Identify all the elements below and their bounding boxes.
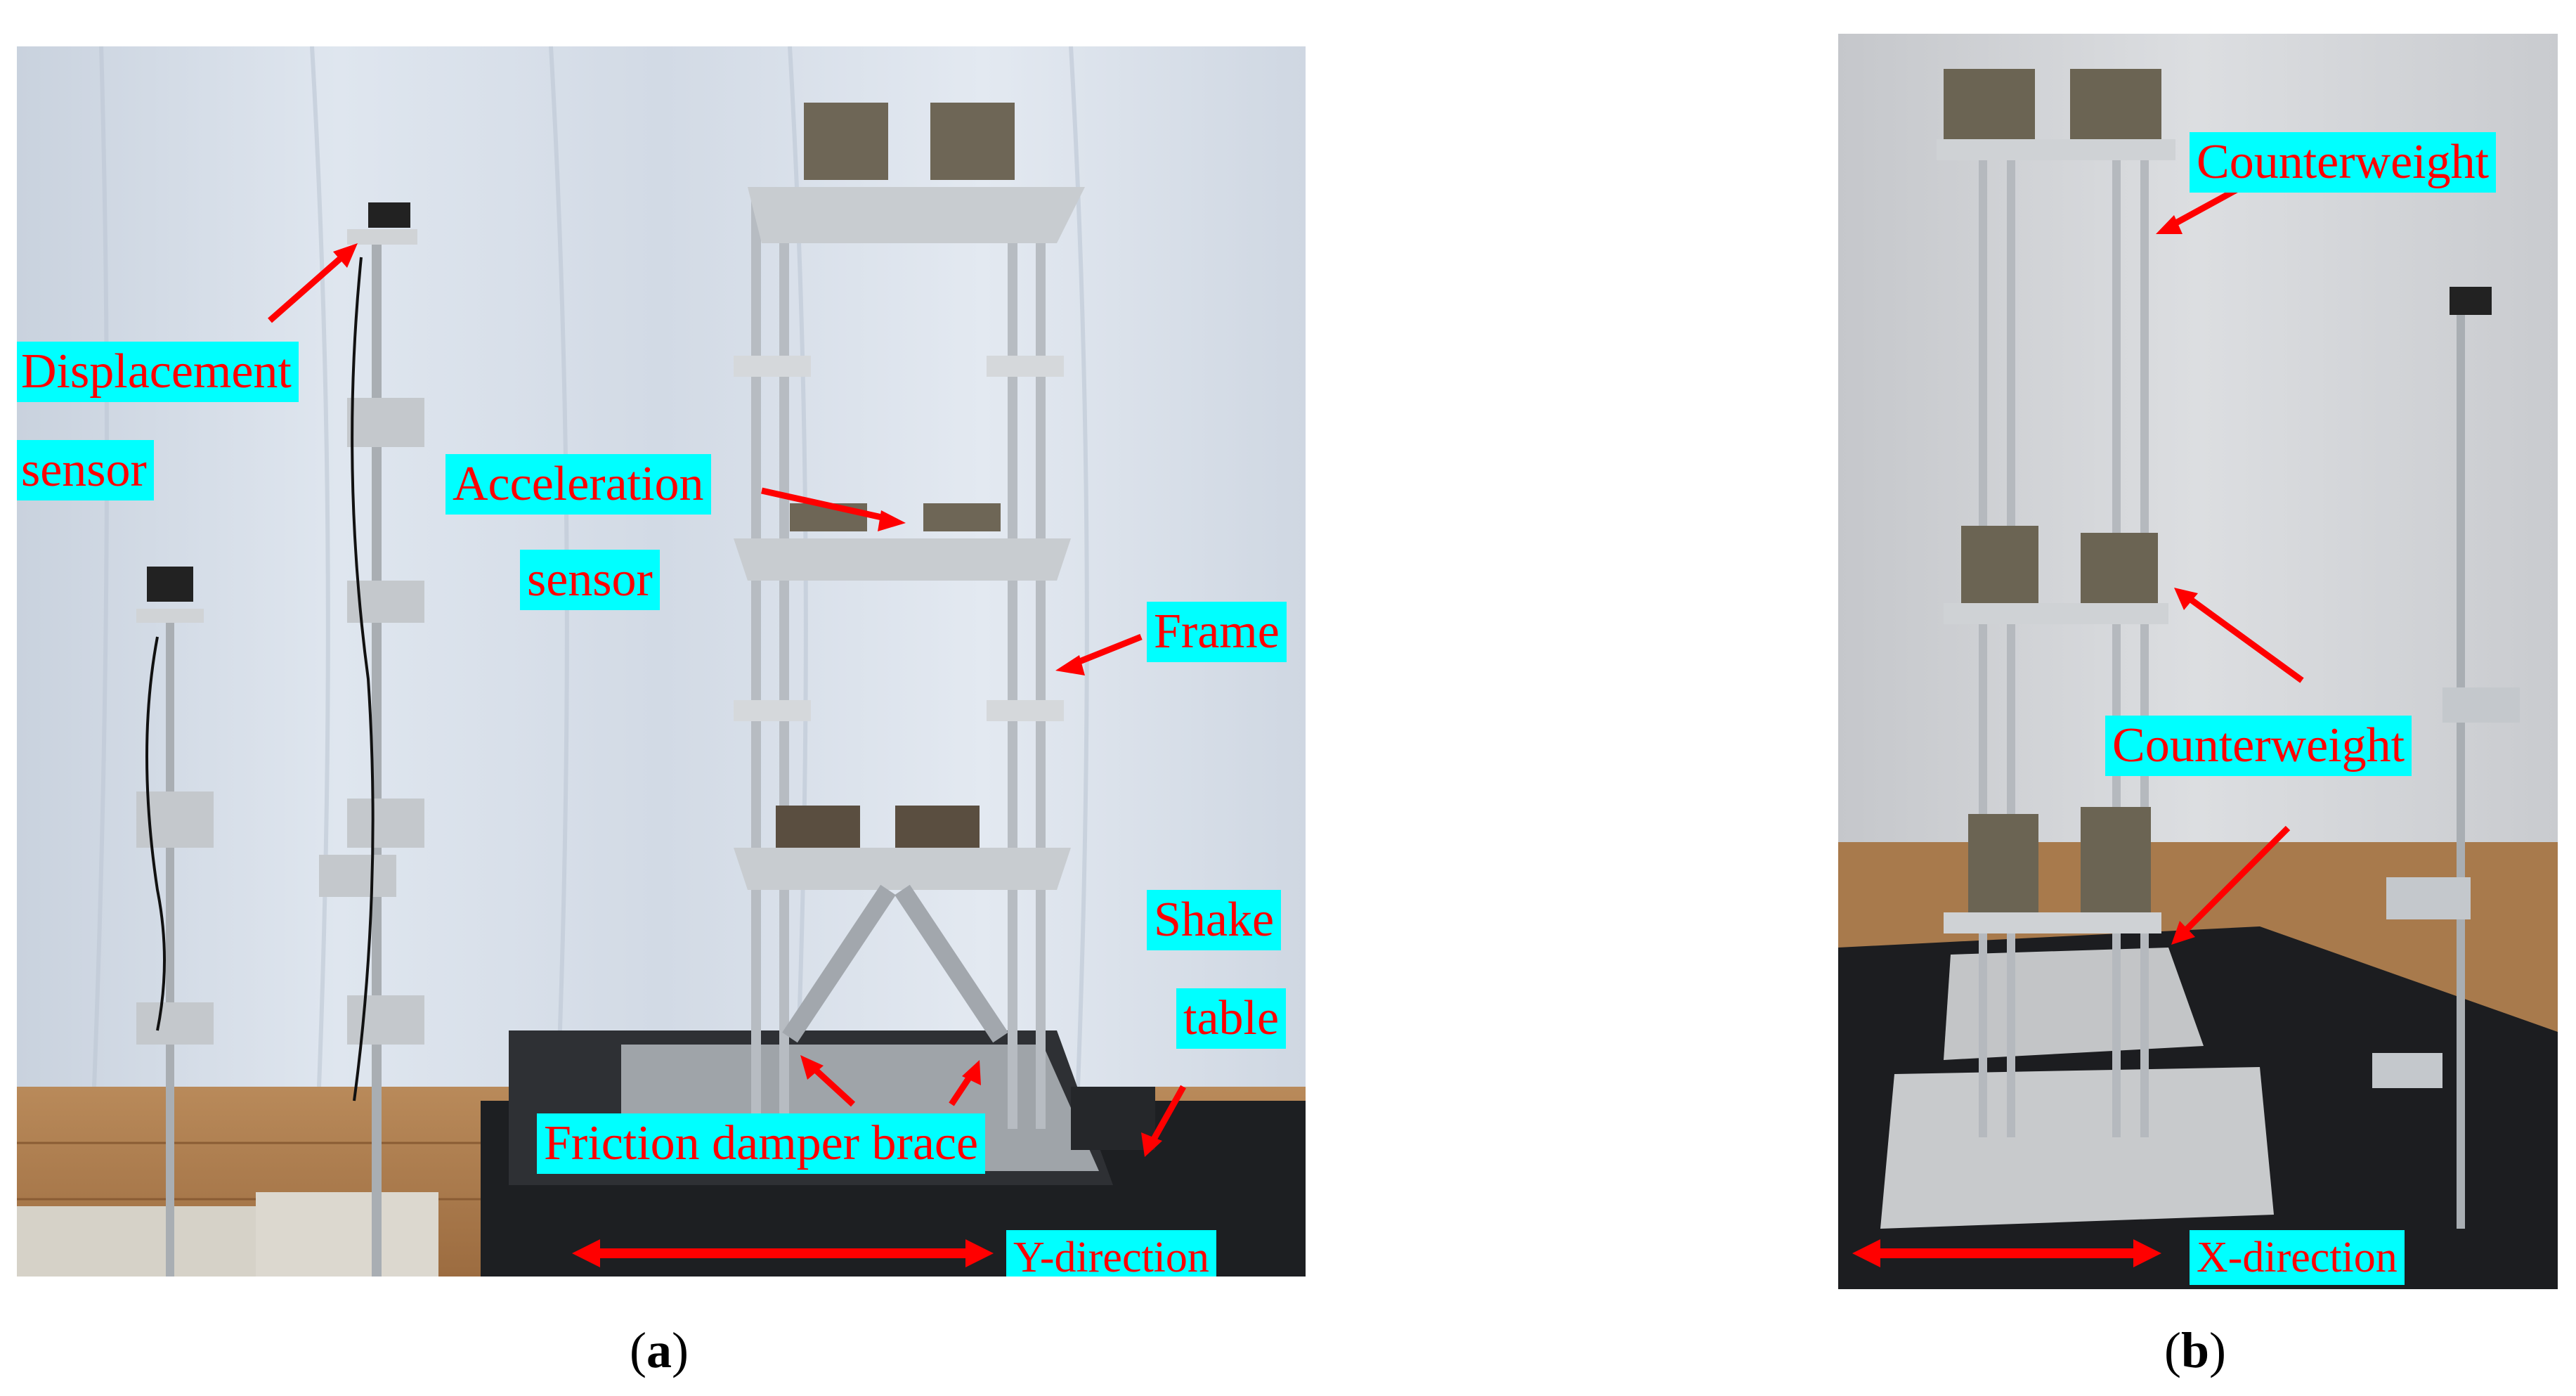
frame-structure bbox=[734, 103, 1085, 1129]
label-frame: Frame bbox=[1147, 602, 1287, 662]
pointer-arrows bbox=[268, 243, 1186, 1157]
label-shake-line2: table bbox=[1176, 988, 1287, 1049]
stand-base-2 bbox=[256, 1192, 438, 1277]
stand-base-1 bbox=[17, 1206, 256, 1277]
label-y-direction: Y-direction bbox=[1006, 1230, 1216, 1277]
caption-a: (a) bbox=[630, 1322, 689, 1378]
sensor-stand-b bbox=[2372, 287, 2520, 1229]
label-x-direction: X-direction bbox=[2190, 1230, 2405, 1285]
x-direction-arrow bbox=[1852, 1239, 2161, 1267]
label-friction-damper-brace: Friction damper brace bbox=[537, 1113, 986, 1174]
photo-a-scene bbox=[17, 46, 1306, 1277]
photo-panel-b: Counterweight Counterweight X-direction bbox=[1838, 34, 2558, 1289]
photo-panel-a: Displacement sensor Acceleration sensor … bbox=[17, 46, 1306, 1277]
short-sensor-stand bbox=[136, 567, 214, 1277]
label-displacement-line1: Displacement bbox=[17, 342, 299, 402]
label-acceleration-line1: Acceleration bbox=[445, 454, 711, 515]
photo-b-scene bbox=[1838, 34, 2558, 1289]
plates-b bbox=[1937, 139, 2175, 933]
tall-sensor-stand bbox=[319, 202, 424, 1277]
caption-b: (b) bbox=[2164, 1322, 2227, 1378]
label-counterweight-mid: Counterweight bbox=[2105, 716, 2412, 776]
y-direction-arrow bbox=[572, 1239, 994, 1267]
label-counterweight-top: Counterweight bbox=[2190, 132, 2497, 193]
label-acceleration-line2: sensor bbox=[520, 550, 660, 610]
counterweights-b bbox=[1944, 69, 2161, 919]
label-shake-line1: Shake bbox=[1147, 890, 1282, 950]
curtain-backdrop bbox=[17, 46, 1306, 1087]
label-displacement-line2: sensor bbox=[17, 440, 154, 500]
